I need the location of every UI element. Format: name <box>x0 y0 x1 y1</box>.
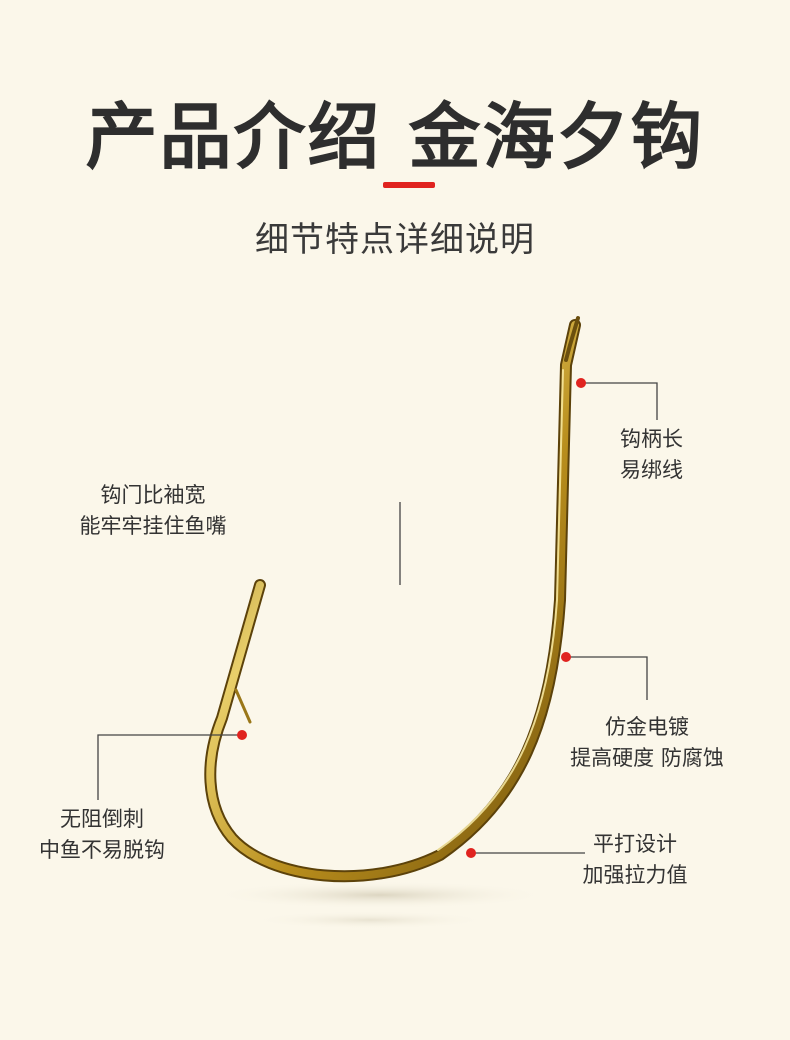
callout-dot-shank <box>576 378 586 388</box>
hook-reflection <box>250 911 490 929</box>
callout-dot-flat <box>466 848 476 858</box>
leader-line-barb <box>97 734 241 800</box>
callout-gap-line1: 钩门比袖宽 <box>100 483 206 507</box>
callout-shank-line2: 易绑线 <box>620 458 683 482</box>
hook-shadow <box>210 881 550 909</box>
callout-flat-line2: 加强拉力值 <box>582 863 688 887</box>
callout-dot-plating <box>561 652 571 662</box>
callout-shank-line1: 钩柄长 <box>620 427 683 451</box>
callout-flat-line1: 平打设计 <box>593 832 677 856</box>
leader-line-plating <box>566 656 648 700</box>
callout-plating: 仿金电镀 提高硬度 防腐蚀 <box>560 712 734 774</box>
callout-barb-line2: 中鱼不易脱钩 <box>39 838 165 862</box>
callout-barb-line1: 无阻倒刺 <box>60 807 144 831</box>
fish-hook-icon <box>204 316 581 883</box>
page-subtitle: 细节特点详细说明 <box>255 220 535 260</box>
callout-gap-line2: 能牢牢挂住鱼嘴 <box>79 514 227 538</box>
page-title: 产品介绍 金海夕钩 <box>85 95 705 179</box>
callout-gap: 钩门比袖宽 能牢牢挂住鱼嘴 <box>70 480 236 542</box>
callout-dot-barb <box>237 730 247 740</box>
callout-plating-line2: 提高硬度 防腐蚀 <box>570 746 724 770</box>
callout-plating-line1: 仿金电镀 <box>605 715 689 739</box>
callout-flat: 平打设计 加强拉力值 <box>576 829 694 891</box>
callout-shank: 钩柄长 易绑线 <box>620 424 683 486</box>
leader-line-shank <box>583 382 658 420</box>
title-divider <box>383 182 435 188</box>
callout-barb: 无阻倒刺 中鱼不易脱钩 <box>32 804 172 866</box>
